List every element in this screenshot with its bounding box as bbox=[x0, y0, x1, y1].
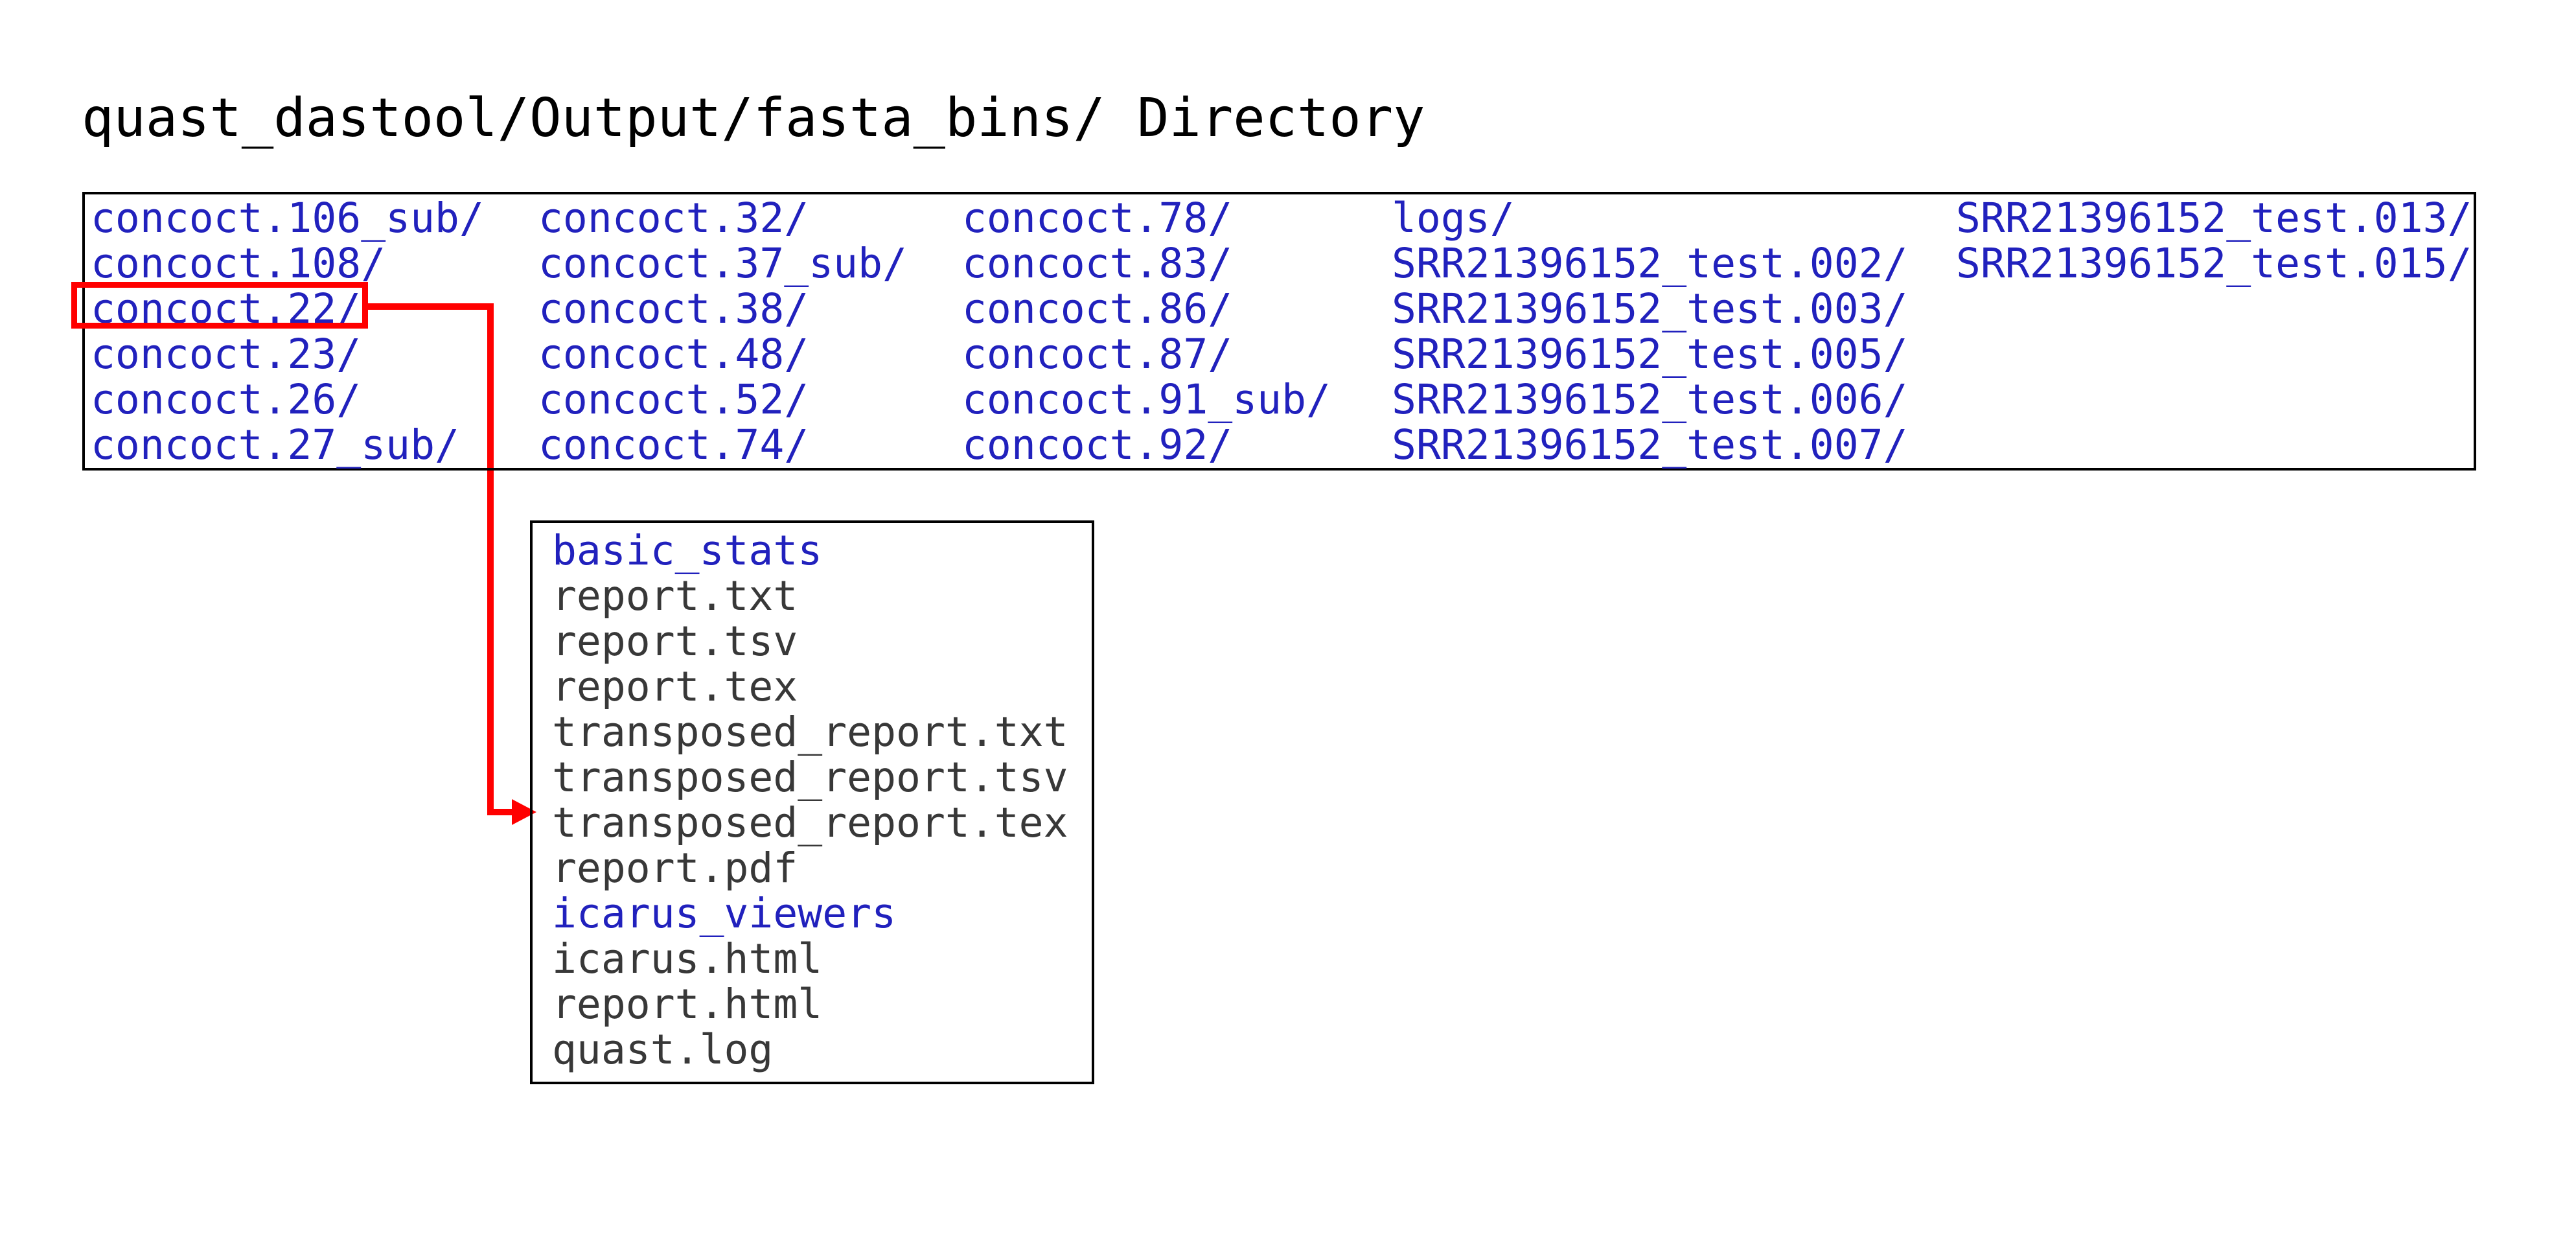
directory-entry: logs/ bbox=[1392, 194, 1515, 242]
directory-column: concoct.78/concoct.83/concoct.86/concoct… bbox=[962, 196, 1331, 468]
file-entry: report.pdf bbox=[552, 844, 798, 892]
file-entry: report.tex bbox=[552, 663, 798, 710]
directory-entry: concoct.52/ bbox=[538, 376, 809, 423]
directory-entry: concoct.32/ bbox=[538, 194, 809, 242]
directory-entry: concoct.74/ bbox=[538, 421, 809, 469]
subdirectory-entry: basic_stats bbox=[552, 527, 823, 574]
file-entry: report.html bbox=[552, 981, 823, 1028]
directory-entry: concoct.108/ bbox=[91, 240, 386, 287]
directory-entry: concoct.92/ bbox=[962, 421, 1233, 469]
file-entry: transposed_report.tsv bbox=[552, 754, 1068, 801]
directory-entry: concoct.48/ bbox=[538, 331, 809, 378]
directory-entry: concoct.86/ bbox=[962, 285, 1233, 332]
connector-line-vertical bbox=[487, 303, 494, 815]
directory-entry: SRR21396152_test.003/ bbox=[1392, 285, 1908, 332]
directory-entry: concoct.26/ bbox=[91, 376, 362, 423]
file-entry: transposed_report.tex bbox=[552, 799, 1068, 846]
directory-entry: SRR21396152_test.005/ bbox=[1392, 331, 1908, 378]
connector-line-horizontal-bottom bbox=[487, 809, 518, 815]
directory-column: SRR21396152_test.013/SRR21396152_test.01… bbox=[1956, 196, 2472, 286]
file-entry: icarus.html bbox=[552, 935, 823, 983]
directory-column: concoct.106_sub/concoct.108/concoct.22/c… bbox=[91, 196, 484, 468]
directory-entry: SRR21396152_test.002/ bbox=[1392, 240, 1908, 287]
directory-entry: concoct.78/ bbox=[962, 194, 1233, 242]
directory-listing-box: concoct.106_sub/concoct.108/concoct.22/c… bbox=[82, 192, 2476, 471]
directory-entry: concoct.83/ bbox=[962, 240, 1233, 287]
file-entry: report.txt bbox=[552, 572, 798, 620]
connector-line-horizontal-top bbox=[366, 303, 490, 310]
directory-entry: concoct.27_sub/ bbox=[91, 421, 459, 469]
page-title: quast_dastool/Output/fasta_bins/ Directo… bbox=[82, 87, 1425, 149]
file-entry: quast.log bbox=[552, 1026, 774, 1073]
directory-entry: SRR21396152_test.006/ bbox=[1392, 376, 1908, 423]
subdirectory-entry: icarus_viewers bbox=[552, 890, 897, 937]
directory-entry: concoct.106_sub/ bbox=[91, 194, 484, 242]
directory-entry: concoct.38/ bbox=[538, 285, 809, 332]
highlight-box-concoct-22 bbox=[71, 282, 368, 329]
directory-column: logs/SRR21396152_test.002/SRR21396152_te… bbox=[1392, 196, 1908, 468]
directory-entry: SRR21396152_test.013/ bbox=[1956, 194, 2472, 242]
file-entry: transposed_report.txt bbox=[552, 708, 1068, 756]
directory-entry: concoct.91_sub/ bbox=[962, 376, 1331, 423]
directory-entry: concoct.23/ bbox=[91, 331, 362, 378]
directory-entry: SRR21396152_test.007/ bbox=[1392, 421, 1908, 469]
directory-entry: SRR21396152_test.015/ bbox=[1956, 240, 2472, 287]
file-entry: report.tsv bbox=[552, 618, 798, 665]
directory-column: concoct.32/concoct.37_sub/concoct.38/con… bbox=[538, 196, 907, 468]
directory-entry: concoct.37_sub/ bbox=[538, 240, 907, 287]
directory-entry: concoct.87/ bbox=[962, 331, 1233, 378]
